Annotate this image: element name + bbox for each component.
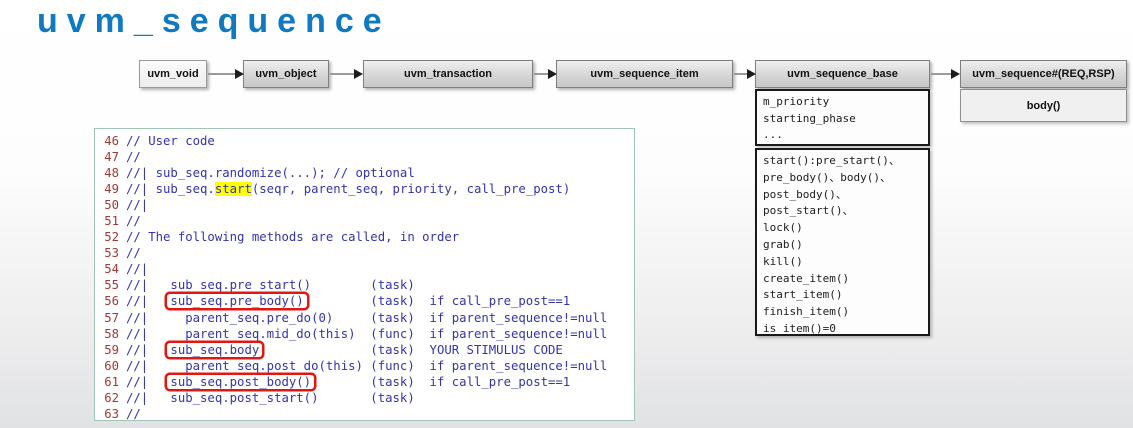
line-number: 59 (104, 342, 119, 357)
red-annotation-box: sub_seq.pre_body() (167, 294, 306, 308)
line-number: 56 (104, 294, 119, 309)
line-number: 57 (104, 310, 119, 325)
code-text: //| (126, 294, 171, 309)
attributes-compartment: m_priority starting_phase... (755, 89, 930, 146)
code-line: 58 //| parent_seq.mid_do(this) (func) if … (102, 326, 634, 342)
code-text: (task) if call_pre_post==1 (311, 374, 571, 389)
page-title: uvm_sequence (37, 2, 391, 40)
code-text: (seqr, parent_seq, priority, call_pre_po… (251, 182, 571, 197)
line-number: 52 (104, 230, 119, 245)
line-number: 49 (104, 182, 119, 197)
class-box-uvm-void: uvm_void (139, 60, 207, 88)
line-number: 47 (104, 150, 119, 165)
code-line: 60 //| parent_seq.post_do(this) (func) if… (102, 358, 634, 374)
member-line: finish_item() (763, 305, 850, 319)
inheritance-arrow (534, 69, 557, 79)
code-lines: 46 // User code 47 // 48 //| sub_seq.randomiz… (102, 133, 634, 421)
member-line: pre_body()、body()、 (763, 170, 891, 184)
code-text: //| (126, 198, 149, 213)
code-text: (task) YOUR STIMULUS CODE (259, 342, 563, 357)
code-line: 62 //| sub_seq.post_start() (task) (102, 390, 634, 406)
class-box-uvm-sequence-base: uvm_sequence_base (755, 60, 930, 88)
line-number: 62 (104, 390, 119, 405)
member-line: lock() (763, 221, 803, 235)
code-line: 49 //| sub_seq.start(seqr, parent_seq, pr… (102, 181, 634, 197)
member-line: m_priority (763, 95, 830, 108)
code-text: // (126, 150, 141, 165)
code-text: //| parent_seq.mid_do(this) (func) if pa… (126, 326, 608, 341)
member-line: start():pre_start()、 (763, 154, 900, 167)
inheritance-arrow (734, 69, 756, 79)
code-panel: 46 // User code 47 // 48 //| sub_seq.randomiz… (94, 128, 635, 421)
member-line: ... (763, 128, 783, 141)
member-line: kill() (763, 254, 803, 268)
class-box-uvm-sequence-req-rsp: uvm_sequence#(REQ,RSP) (960, 60, 1127, 88)
code-text: // (126, 246, 141, 261)
class-box-uvm-object: uvm_object (243, 60, 329, 88)
line-number: 58 (104, 326, 119, 341)
member-line: grab() (763, 237, 803, 251)
member-line: start_item() (763, 288, 843, 302)
code-line: 52 // The following methods are called, i… (102, 229, 634, 245)
code-text: //| sub_seq.randomize(...); // optional (126, 166, 415, 181)
line-number: 61 (104, 374, 119, 389)
code-line: 57 //| parent_seq.pre_do(0) (task) if par… (102, 310, 634, 326)
line-number: 55 (104, 278, 119, 293)
member-line: starting_phase (763, 111, 856, 125)
body-method-label: body() (1026, 99, 1061, 112)
red-annotation-box: sub_seq.post_body() (167, 375, 314, 389)
line-number: 50 (104, 198, 119, 213)
line-number: 60 (104, 358, 119, 373)
code-line: 55 //| sub_seq.pre_start() (task) (102, 277, 634, 293)
class-box-uvm-transaction: uvm_transaction (363, 60, 533, 88)
code-line: 59 //| sub_seq.body (task) YOUR STIMULUS … (102, 342, 634, 358)
member-line: create_item() (763, 271, 850, 285)
inheritance-arrow (208, 69, 244, 79)
inheritance-arrow (931, 69, 960, 79)
code-line: 61 //| sub_seq.post_body() (task) if call… (102, 374, 634, 390)
line-number: 46 (104, 134, 119, 148)
inheritance-arrow (330, 69, 363, 79)
class-box-uvm-sequence-item: uvm_sequence_item (556, 60, 733, 88)
code-text: // (126, 214, 141, 229)
code-text: // (126, 406, 141, 421)
code-text: //| sub_seq. (126, 182, 215, 197)
code-line: 48 //| sub_seq.randomize(...); // optiona… (102, 165, 634, 181)
code-text: //| parent_seq.post_do(this) (func) if p… (126, 358, 608, 373)
red-annotation-box: sub_seq.body (167, 343, 262, 357)
code-text: //| (126, 342, 171, 357)
code-text: //| (126, 374, 171, 389)
line-number: 63 (104, 406, 119, 421)
uvm-sequence-body-compartment: body() (960, 89, 1127, 122)
code-text: //| (126, 262, 149, 277)
code-line: 51 // (102, 213, 634, 229)
code-text: //| sub_seq.post_start() (task) (126, 390, 415, 405)
code-text: //| sub_seq.pre_start() (task) (126, 278, 415, 293)
code-line: 56 //| sub_seq.pre_body() (task) if call_… (102, 293, 634, 309)
code-text: // User code (126, 134, 215, 148)
code-line: 47 // (102, 149, 634, 165)
code-line: 50 //| (102, 197, 634, 213)
code-line: 53 // (102, 245, 634, 261)
code-line: 63 // (102, 406, 634, 421)
code-text: // The following methods are called, in … (126, 230, 460, 245)
line-number: 48 (104, 166, 119, 181)
code-line: 46 // User code (102, 133, 634, 149)
code-line: 54 //| (102, 261, 634, 277)
line-number: 53 (104, 246, 119, 261)
code-text: //| parent_seq.pre_do(0) (task) if paren… (126, 310, 608, 325)
code-text: (task) if call_pre_post==1 (303, 294, 571, 309)
line-number: 54 (104, 262, 119, 277)
search-highlight: start (214, 182, 252, 197)
methods-compartment: start():pre_start()、 pre_body()、body()、po… (755, 148, 930, 336)
member-line: is_item()=0 (763, 321, 836, 335)
member-line: post_body()、post_start()、 (763, 187, 854, 218)
line-number: 51 (104, 214, 119, 229)
